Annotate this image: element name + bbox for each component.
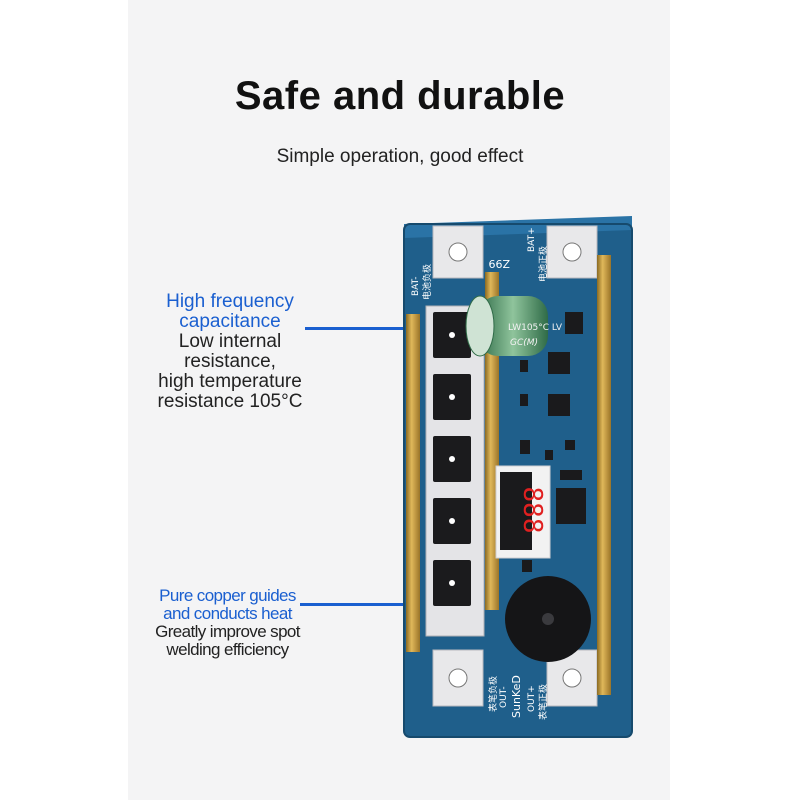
silk-brand: SunKeD: [510, 675, 523, 718]
page-title: Safe and durable: [234, 74, 566, 118]
small-components: [520, 312, 586, 572]
mosfet-column: [425, 305, 485, 637]
capacitor-callout: High frequency capacitance Low internal …: [140, 292, 320, 412]
silk-out-plus-cn: 表笔正极: [537, 684, 549, 720]
silk-out-minus-cn: 表笔负极: [487, 676, 499, 712]
copper-callout: Pure copper guides and conducts heat Gre…: [140, 587, 315, 658]
copper-bar-left: [406, 314, 420, 652]
capacitor-label-2: GC(M): [510, 338, 538, 348]
callout-highlight-line: Pure copper guides: [159, 586, 296, 605]
silk-bat-plus-cn: 电池正极: [537, 246, 549, 282]
page-subtitle: Simple operation, good effect: [276, 146, 524, 167]
silk-bat-minus: BAT-: [411, 276, 421, 296]
callout-highlight-line: and conducts heat: [163, 603, 292, 623]
electrolytic-capacitor: LW105°C LV GC(M): [465, 295, 563, 357]
capacitor-label-1: LW105°C LV: [508, 323, 563, 333]
callout-body-line: high temperature: [158, 370, 302, 392]
copper-leader-line: [300, 603, 408, 606]
terminal-pad-bottom-left: [432, 649, 484, 707]
capacitor-leader-line: [305, 327, 485, 330]
callout-body-line: resistance,: [184, 350, 276, 372]
terminal-pad-top-right: [546, 225, 598, 279]
silk-bat-minus-cn: 电池负极: [421, 264, 433, 300]
silk-out-minus: OUT-: [499, 686, 509, 708]
callout-body-line: resistance 105°C: [157, 390, 303, 412]
callout-highlight-line: High frequency: [166, 291, 294, 312]
silk-bat-plus: BAT+: [527, 227, 537, 252]
callout-body-line: Low internal: [178, 330, 282, 352]
silk-model: Z99: [488, 257, 510, 270]
silk-out-plus: OUT+: [527, 685, 537, 712]
display-digits: 888: [517, 487, 547, 534]
callout-body-line: Greatly improve spot: [155, 621, 300, 641]
copper-bar-right: [597, 255, 611, 695]
callout-body-line: welding efficiency: [166, 639, 289, 659]
buzzer: [505, 576, 591, 662]
callout-highlight-line: capacitance: [179, 310, 281, 332]
led-display: 888: [495, 465, 551, 559]
terminal-pad-top-left: [432, 225, 484, 279]
